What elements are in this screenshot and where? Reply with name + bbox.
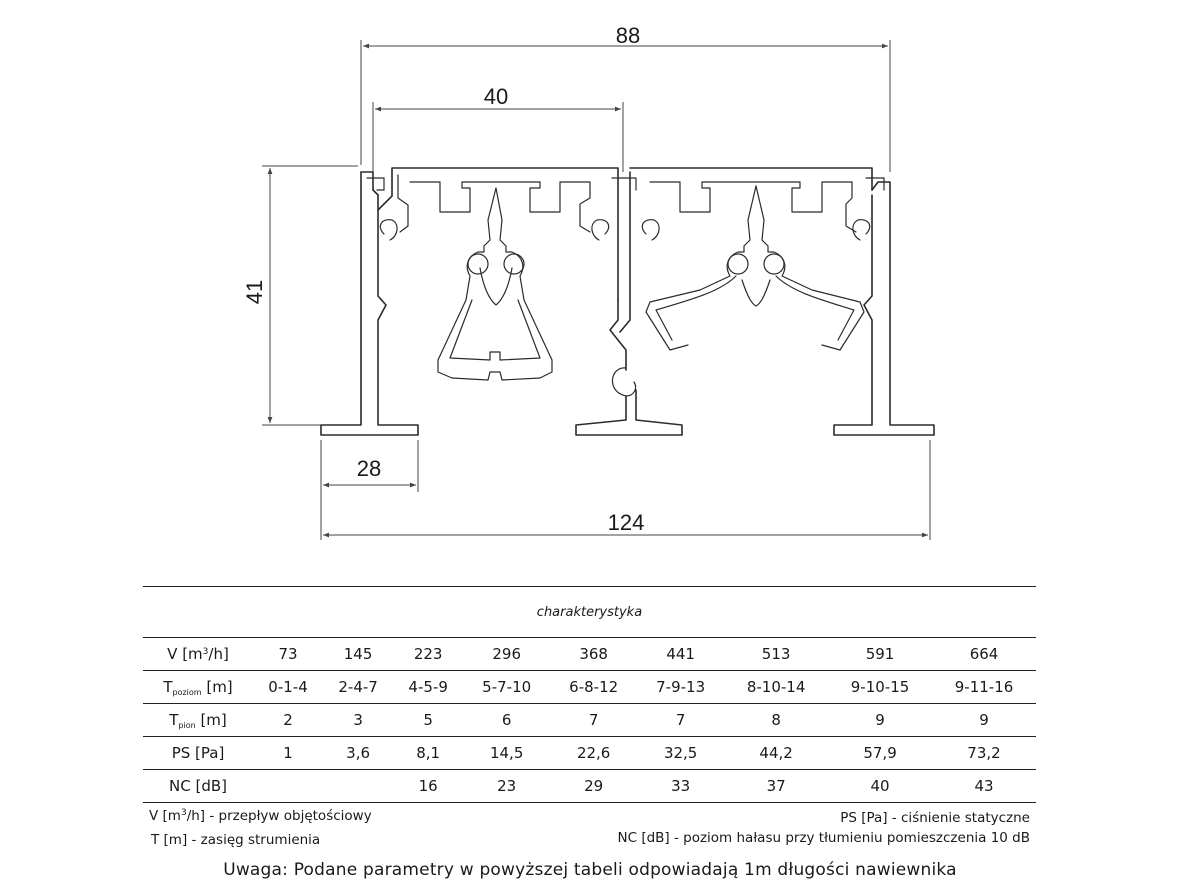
diffuser-frame (320, 167, 935, 436)
table-cell: 1 (283, 744, 293, 762)
table-cell: 8,1 (416, 744, 441, 762)
bell-deflector (437, 187, 553, 381)
dimension-124-label: 124 (608, 510, 645, 535)
table-row: Tpoziom [m] 0-1-4 2-4-7 4-5-9 5-7-10 6-8-12 7-… (143, 671, 1036, 704)
dimension-88: 88 (360, 23, 891, 172)
table-cell: 7 (588, 711, 599, 729)
dimension-41: 41 (242, 165, 358, 426)
table-cell: 2-4-7 (338, 678, 378, 696)
dimension-28-label: 28 (357, 456, 381, 481)
table-cell: 513 (761, 645, 791, 663)
table-cell: 23 (497, 777, 517, 795)
note-text: Uwaga: Podane parametry w powyższej tabe… (223, 860, 957, 880)
table-cell: 37 (766, 777, 786, 795)
table-row: PS [Pa] 1 3,6 8,1 14,5 22,6 32,5 44,2 57,9 73,2 (143, 737, 1036, 770)
table-caption-row: charakterystyka (143, 586, 1036, 638)
table-cell: 2 (283, 711, 293, 729)
table-cell: 441 (666, 645, 695, 663)
table-cell: 145 (343, 645, 373, 663)
table-cell: 9-10-15 (850, 678, 910, 696)
table-cell: 14,5 (489, 744, 524, 762)
table-cell: 40 (870, 777, 890, 795)
table-cell (323, 770, 393, 803)
row-label: Tpoziom [m] (163, 677, 233, 697)
table-cell: 9-11-16 (954, 678, 1014, 696)
table-cell: 57,9 (863, 744, 897, 762)
table-cell: 5-7-10 (482, 678, 532, 696)
table-cell: 73,2 (967, 744, 1001, 762)
table-cell: 16 (418, 777, 438, 795)
dimension-124: 124 (323, 440, 931, 540)
wing-deflector (645, 185, 865, 351)
table-cell: 4-5-9 (408, 678, 448, 696)
dimension-88-label: 88 (616, 23, 640, 48)
table-cell: 8 (771, 711, 781, 729)
table-cell: 8-10-14 (746, 678, 806, 696)
table-cell: 22,6 (576, 744, 611, 762)
table-cell: 33 (671, 777, 691, 795)
table-row: NC [dB] 16 23 29 33 37 40 43 (143, 770, 1036, 803)
table-cell: 9 (875, 711, 885, 729)
table-caption: charakterystyka (143, 586, 1036, 638)
table-row: Tpion [m] 2 3 5 6 7 7 8 9 9 (143, 704, 1036, 737)
dimension-41-label: 41 (242, 280, 267, 304)
table-cell: 43 (974, 777, 994, 795)
legend-v: V [m3/h] - przepływ objętościowy (149, 808, 372, 824)
table-cell: 6 (501, 711, 512, 729)
table-cell: 0-1-4 (268, 678, 308, 696)
table-cell: 29 (584, 777, 604, 795)
table-cell: 3,6 (346, 744, 371, 762)
table-cell: 223 (413, 645, 443, 663)
row-label: PS [Pa] (171, 744, 225, 762)
row-label: NC [dB] (169, 777, 227, 795)
table-cell: 664 (969, 645, 999, 663)
table-cell: 591 (865, 645, 895, 663)
row-label: V [m3/h] (167, 645, 229, 663)
profile-drawing: 88 40 41 28 124 (242, 23, 935, 540)
table-cell: 44,2 (759, 744, 793, 762)
table-cell: 73 (278, 645, 298, 663)
table-cell: 7-9-13 (656, 678, 706, 696)
legend-nc: NC [dB] - poziom hałasu przy tłumieniu p… (617, 830, 1031, 846)
dimension-40: 40 (372, 84, 624, 172)
table-cell (253, 770, 323, 803)
table-cell: 6-8-12 (569, 678, 619, 696)
legend-t: T [m] - zasięg strumienia (151, 832, 321, 848)
table-cell: 368 (579, 645, 608, 663)
table-cell: 5 (423, 711, 433, 729)
table-cell: 3 (353, 711, 363, 729)
dimension-28: 28 (320, 440, 419, 540)
row-label: Tpion [m] (169, 710, 227, 730)
table-cell: 7 (675, 711, 686, 729)
table-cell: 32,5 (663, 744, 698, 762)
table-row: V [m3/h] 73 145 223 296 368 441 513 591 664 (143, 638, 1036, 671)
table-cell: 9 (979, 711, 989, 729)
legend-ps: PS [Pa] - ciśnienie statyczne (840, 810, 1030, 826)
dimension-40-label: 40 (484, 84, 508, 109)
table-cell: 296 (492, 645, 521, 663)
